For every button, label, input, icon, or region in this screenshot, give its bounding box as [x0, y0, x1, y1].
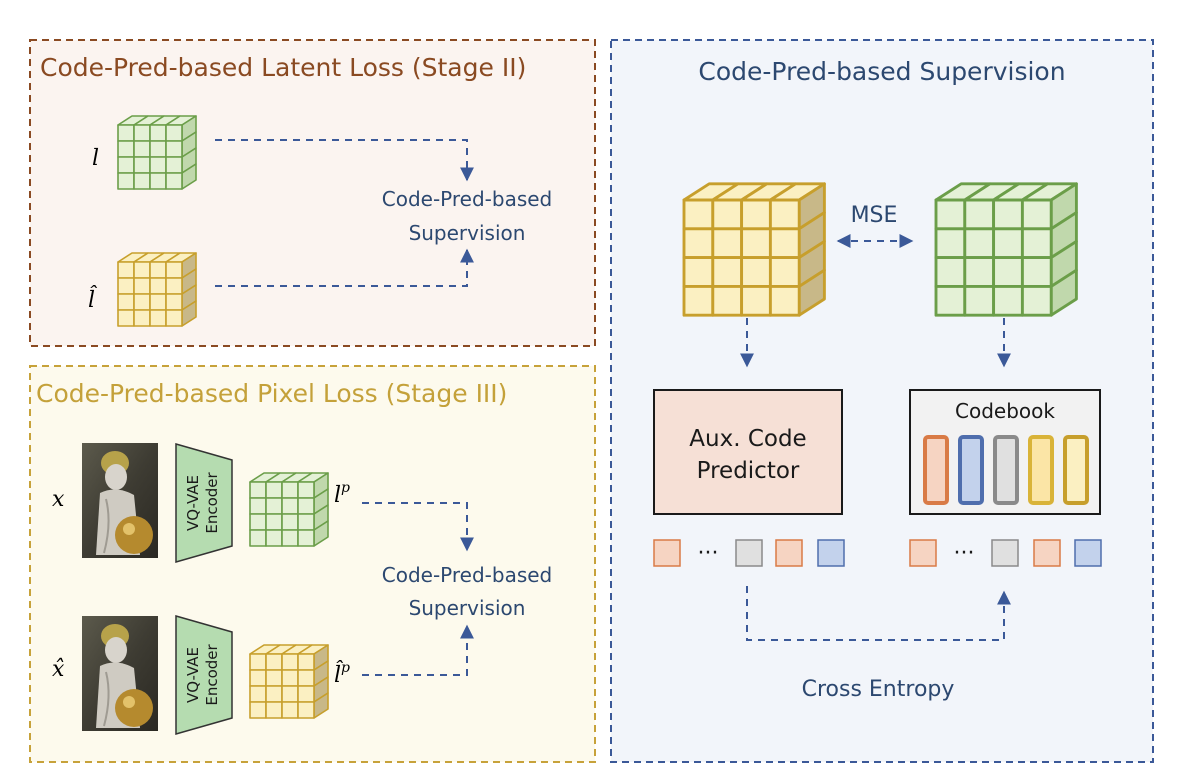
cross-entropy-arrow — [746, 586, 1011, 641]
pixel-lp-hat-arrow — [362, 624, 474, 676]
encoder-x-line2: Encoder — [203, 472, 221, 534]
latent-supervision-line2: Supervision — [409, 221, 526, 245]
code-token — [817, 539, 845, 567]
latent-panel-title: Code-Pred-based Latent Loss (Stage II) — [40, 53, 526, 82]
vq-vae-encoder-x: VQ-VAE Encoder — [175, 443, 233, 563]
supervision-panel-title: Code-Pred-based Supervision — [698, 57, 1065, 86]
codebook-vector-icon — [1063, 435, 1089, 505]
code-token — [1033, 539, 1061, 567]
latent-l-arrow — [215, 139, 474, 182]
code-ellipsis: ··· — [698, 541, 719, 566]
codebook-vector-icon — [993, 435, 1019, 505]
image-thumbnail-icon — [82, 616, 158, 731]
pixel-lp-label: lp — [334, 480, 350, 508]
predictor-line2: Predictor — [697, 458, 800, 484]
latent-l-label: l — [92, 146, 99, 171]
latent-grid-icon — [682, 182, 826, 317]
latent-grid-icon — [934, 182, 1078, 317]
pixel-supervision-line1: Code-Pred-based — [382, 563, 553, 587]
codebook-label: Codebook — [955, 399, 1055, 423]
encoder-x-hat-line1: VQ-VAE — [184, 647, 202, 703]
code-token — [735, 539, 763, 567]
pixel-x-label: x — [52, 487, 65, 512]
latent-loss-panel: Code-Pred-based Latent Loss (Stage II) l… — [29, 39, 596, 347]
codebook-vector-icon — [958, 435, 984, 505]
code-token — [775, 539, 803, 567]
encoder-x-line1: VQ-VAE — [184, 475, 202, 531]
code-token — [909, 539, 937, 567]
code-token — [1074, 539, 1102, 567]
latent-grid-icon — [249, 644, 329, 719]
pixel-supervision-line2: Supervision — [409, 596, 526, 620]
latent-grid-icon — [117, 252, 197, 327]
mse-label: MSE — [851, 203, 898, 228]
codebook-vector-icon — [923, 435, 949, 505]
predicted-code-sequence: ··· — [653, 539, 845, 567]
pixel-loss-panel: Code-Pred-based Pixel Loss (Stage III) x… — [29, 365, 596, 763]
vq-vae-encoder-x-hat: VQ-VAE Encoder — [175, 615, 233, 735]
codebook: Codebook — [909, 389, 1101, 515]
pixel-panel-title: Code-Pred-based Pixel Loss (Stage III) — [36, 379, 507, 408]
target-code-sequence: ··· — [909, 539, 1102, 567]
code-token — [991, 539, 1019, 567]
latent-l-hat-arrow — [215, 248, 474, 287]
pixel-lp-hat-label: l̂p — [334, 660, 350, 688]
encoder-x-hat-line2: Encoder — [203, 644, 221, 706]
aux-code-predictor: Aux. Code Predictor — [653, 389, 843, 515]
latent-l-hat-label: l̂ — [88, 286, 98, 313]
codebook-vector-icon — [1028, 435, 1054, 505]
supervision-panel: Code-Pred-based Supervision MSE Aux. Cod… — [610, 39, 1154, 763]
predictor-line1: Aux. Code — [689, 426, 806, 452]
pixel-lp-arrow — [362, 502, 474, 552]
latent-grid-icon — [249, 472, 329, 547]
cross-entropy-label: Cross Entropy — [802, 677, 955, 702]
code-ellipsis: ··· — [954, 541, 975, 566]
image-thumbnail-icon — [82, 443, 158, 558]
pixel-x-hat-label: x̂ — [52, 657, 65, 682]
latent-supervision-line1: Code-Pred-based — [382, 187, 553, 211]
latent-grid-icon — [117, 115, 197, 190]
code-token — [653, 539, 681, 567]
